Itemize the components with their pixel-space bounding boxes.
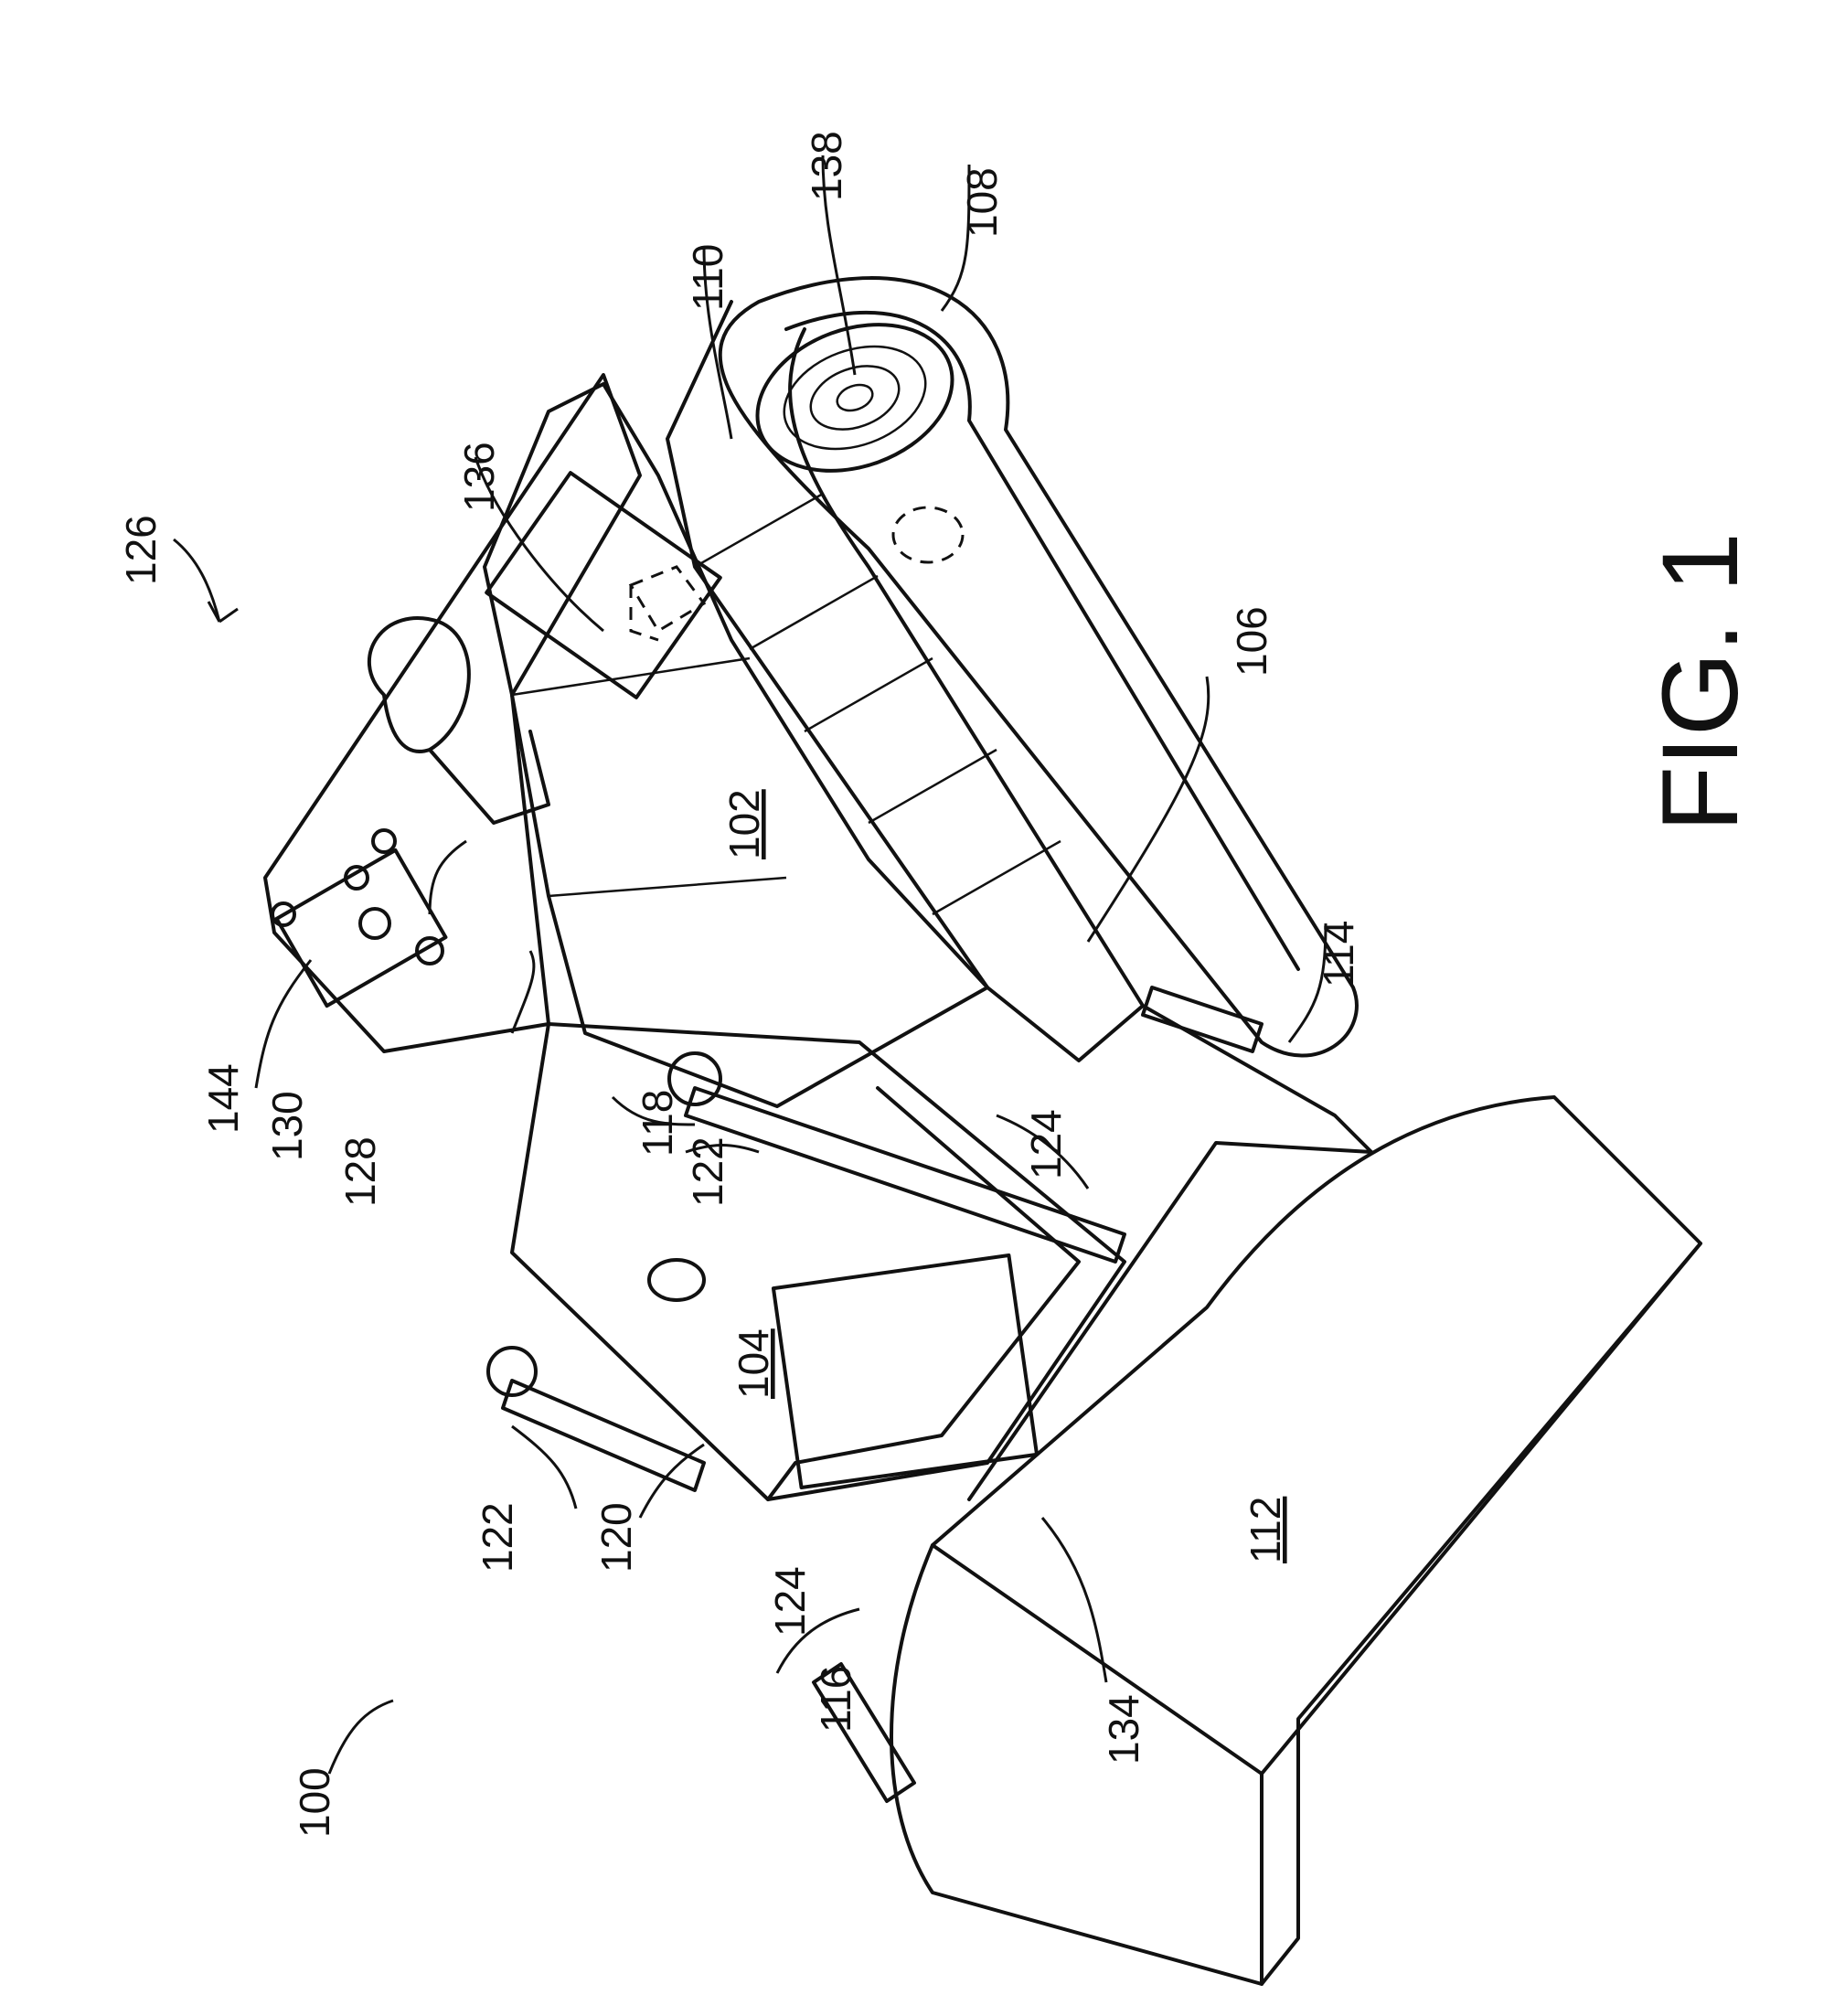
label-144: 144 [199,1063,247,1134]
seat [369,618,469,752]
joystick-knob [360,909,389,938]
chassis-body [485,384,987,1106]
sprocket-wheel [737,299,973,496]
label-126: 126 [117,515,165,585]
component-112: 112 [1242,1497,1289,1563]
bulldozer-illustration [265,278,1701,1984]
label-130: 130 [263,1091,311,1161]
controller-hidden [631,567,704,640]
label-120: 120 [592,1502,640,1573]
label-106: 106 [1228,606,1275,677]
blade [891,1097,1701,1984]
operator-deck [265,375,640,1051]
component-102: 102 [720,789,768,859]
label-108: 108 [958,167,1006,238]
label-134: 134 [1100,1694,1147,1765]
idler-wheel [893,507,963,562]
label-116: 116 [812,1666,859,1733]
component-104: 104 [730,1328,777,1399]
reference-labels: 100 106 108 110 114 116 118 120 122 122 … [117,131,1362,1838]
label-138: 138 [803,131,850,201]
label-136: 136 [455,442,503,512]
leader-lines [174,155,1326,1774]
track-fender [667,302,1143,1061]
figure-title: FIG. 1 [1640,532,1761,832]
controller-box [486,473,720,698]
lift-cylinder-left [503,1381,704,1490]
label-110: 110 [684,244,731,311]
label-114: 114 [1315,921,1362,987]
grille [773,1255,1037,1488]
label-100: 100 [291,1767,338,1838]
label-122-left: 122 [474,1502,521,1573]
label-124-left: 124 [766,1566,814,1637]
label-124-right: 124 [1022,1109,1070,1179]
label-122-right: 122 [684,1136,731,1207]
label-128: 128 [336,1136,384,1207]
label-118: 118 [634,1090,681,1157]
blade-arm [969,1006,1371,1499]
track-inner [786,313,1298,969]
